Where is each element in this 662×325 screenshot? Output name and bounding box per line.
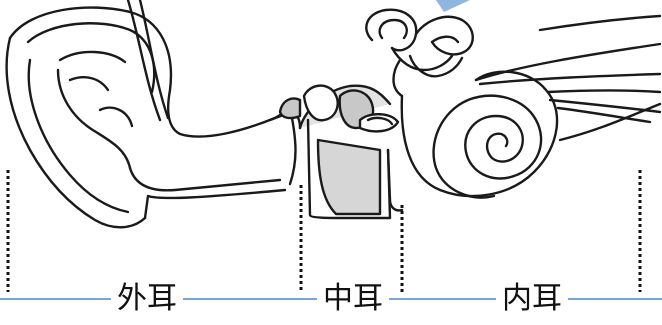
ear-canal xyxy=(130,113,300,218)
cochlea xyxy=(402,72,557,198)
skull-bone-lines xyxy=(128,0,168,120)
semicircular-canals xyxy=(366,10,472,96)
label-inner-ear: 内耳 xyxy=(496,282,568,316)
auditory-nerve xyxy=(476,16,660,140)
pointer-accent-shape xyxy=(436,0,470,12)
eardrum xyxy=(290,118,296,184)
label-middle-ear: 中耳 xyxy=(317,282,389,316)
label-outer-ear: 外耳 xyxy=(111,282,183,316)
eustachian-tube-outline xyxy=(388,150,402,210)
